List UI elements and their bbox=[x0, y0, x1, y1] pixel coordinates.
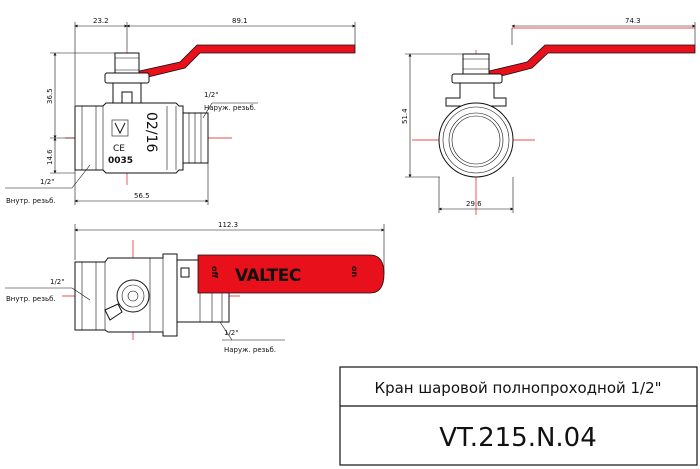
top-handle: off VALTEC on bbox=[197, 254, 385, 294]
handle-brand-label: VALTEC bbox=[235, 266, 301, 286]
title-block-title: Кран шаровой полнопроходной 1/2" bbox=[374, 379, 661, 397]
dim-side-74-3: 74.3 bbox=[625, 17, 641, 25]
top-thread-right-size: 1/2" bbox=[224, 329, 239, 337]
title-block-code: VT.215.N.04 bbox=[439, 423, 597, 453]
body-cert-mark: 0035 bbox=[108, 156, 133, 166]
front-thread-right-size: 1/2" bbox=[204, 91, 219, 99]
dim-top-112-3: 112.3 bbox=[218, 221, 238, 229]
top-thread-left-size: 1/2" bbox=[50, 278, 65, 286]
dim-front-56-5: 56.5 bbox=[134, 192, 150, 200]
handle-off-label: off bbox=[210, 266, 219, 278]
top-view: off VALTEC on 112.3 1/2" Внутр. резьб. 1… bbox=[5, 221, 385, 354]
dim-side-29-6: 29.6 bbox=[466, 200, 482, 208]
front-view: CE 0035 02/16 23.2 89.1 36.5 14.6 56.5 1… bbox=[5, 17, 356, 205]
side-view: 74.3 51.4 29.6 bbox=[401, 17, 696, 215]
title-block: Кран шаровой полнопроходной 1/2" VT.215.… bbox=[339, 366, 698, 466]
dim-front-36-5: 36.5 bbox=[46, 88, 54, 104]
top-thread-right-label: Наруж. резьб. bbox=[224, 346, 276, 354]
dim-front-23-2: 23.2 bbox=[93, 17, 109, 25]
dim-front-89-1: 89.1 bbox=[232, 17, 248, 25]
front-thread-left-label: Внутр. резьб. bbox=[6, 197, 56, 205]
front-thread-right-label: Наруж. резьб. bbox=[204, 104, 256, 112]
dim-front-14-6: 14.6 bbox=[46, 149, 54, 165]
front-thread-left-size: 1/2" bbox=[40, 178, 55, 186]
body-ce-mark: CE bbox=[113, 144, 125, 154]
front-handle bbox=[119, 44, 356, 80]
top-thread-left-label: Внутр. резьб. bbox=[6, 295, 56, 303]
dim-side-51-4: 51.4 bbox=[401, 108, 409, 124]
body-date-mark: 02/16 bbox=[143, 112, 159, 152]
handle-on-label: on bbox=[350, 266, 359, 277]
side-handle bbox=[469, 44, 696, 80]
